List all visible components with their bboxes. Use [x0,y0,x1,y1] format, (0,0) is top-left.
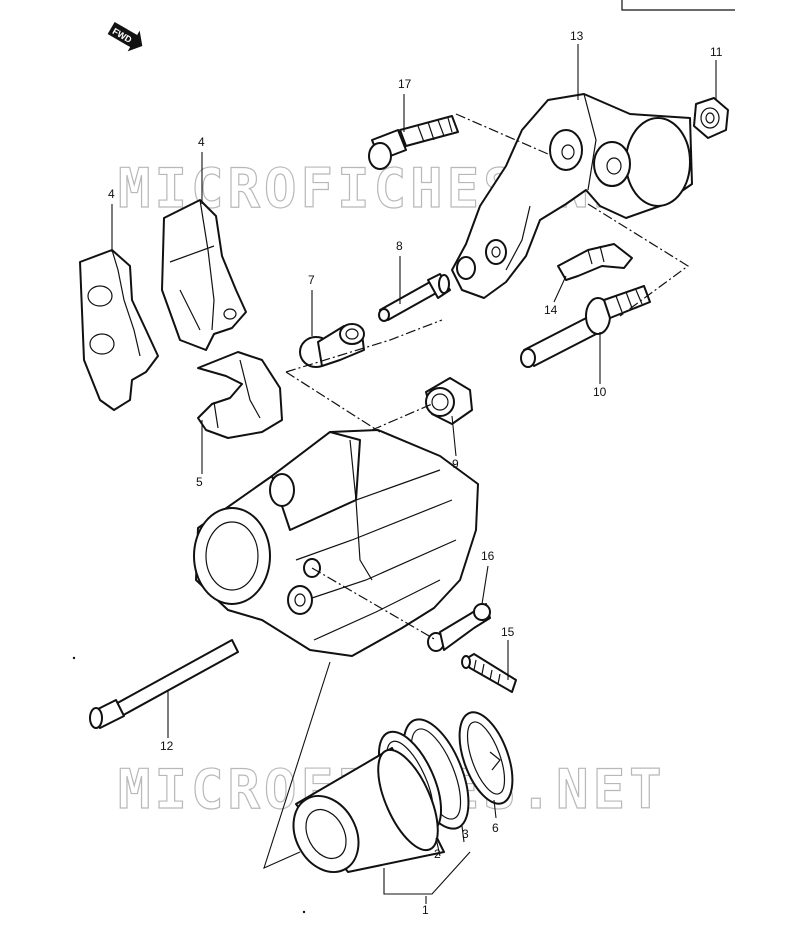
flange-nut [693,97,729,139]
piston [292,747,445,874]
callout-13: 13 [570,29,584,43]
forward-direction-badge: FWD [107,21,143,52]
callout-17: 17 [398,77,412,91]
speck [72,656,76,660]
bleeder-cap [427,603,491,652]
callout-3: 3 [462,827,469,841]
bleeder-valve [461,653,517,693]
speck [302,910,306,914]
callout-4-pad: 4 [198,135,205,149]
brake-pad [161,199,247,351]
callout-15: 15 [501,625,515,639]
frame-corner [621,0,735,11]
callout-4-shim: 4 [108,187,115,201]
pad-spring [197,351,283,439]
callout-16: 16 [481,549,495,563]
caliper-housing [193,429,479,657]
callout-12: 12 [160,739,174,753]
circlip [458,711,514,805]
callout-5: 5 [196,475,203,489]
callout-2: 2 [434,847,441,861]
caliper-bracket [451,93,693,299]
pad-shim [79,249,159,411]
leader-lines [111,44,717,904]
callouts: 17 13 11 4 4 7 8 14 10 9 5 16 15 12 6 3 … [108,29,723,917]
assembly-lines [263,113,690,870]
mounting-bolt-17 [368,115,459,170]
callout-14: 14 [544,303,558,317]
callout-10: 10 [593,385,607,399]
pad-retaining-clip [557,243,633,281]
callout-1: 1 [422,903,429,917]
callout-9: 9 [452,457,459,471]
sleeve-pin [378,273,451,322]
callout-6: 6 [492,821,499,835]
callout-11: 11 [710,45,723,59]
caliper-pin-bolt [89,639,239,729]
callout-7: 7 [308,273,315,287]
guide-pin [520,285,651,368]
callout-8: 8 [396,239,403,253]
pin-boot [299,323,365,368]
guide-boot [425,377,473,425]
